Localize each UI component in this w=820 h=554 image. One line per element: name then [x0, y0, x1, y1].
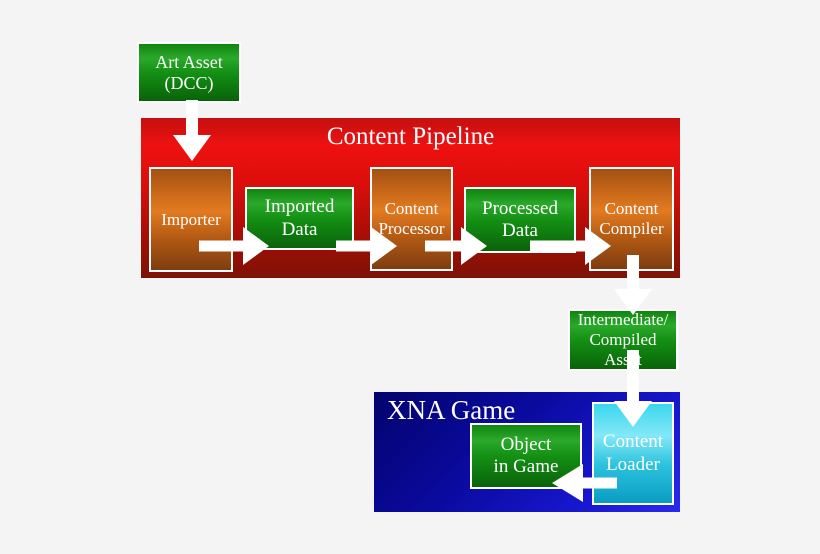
content-loader-label: Content Loader: [602, 431, 664, 475]
processed-data-node: Processed Data: [464, 187, 576, 253]
content-pipeline-title: Content Pipeline: [326, 123, 495, 150]
intermediate-asset-node: Intermediate/ Compiled Asset: [568, 309, 678, 371]
content-pipeline-container: Content Pipeline Importer Imported Data …: [141, 118, 680, 278]
content-processor-label: Content Processor: [378, 199, 445, 238]
processed-data-label: Processed Data: [482, 197, 558, 241]
imported-data-node: Imported Data: [245, 187, 354, 250]
xna-game-container: XNA Game Object in Game Content Loader: [374, 392, 680, 512]
object-in-game-node: Object in Game: [470, 423, 582, 489]
art-asset-label: Art Asset (DCC): [155, 51, 223, 93]
art-asset-node: Art Asset (DCC): [137, 42, 241, 103]
importer-node: Importer: [149, 167, 233, 272]
intermediate-asset-label: Intermediate/ Compiled Asset: [577, 309, 669, 370]
content-compiler-label: Content Compiler: [599, 199, 664, 238]
content-loader-node: Content Loader: [592, 402, 674, 505]
content-compiler-node: Content Compiler: [589, 167, 674, 271]
content-processor-node: Content Processor: [370, 167, 453, 271]
imported-data-label: Imported Data: [264, 196, 335, 240]
importer-label: Importer: [161, 209, 221, 229]
object-in-game-label: Object in Game: [493, 433, 559, 477]
xna-game-title: XNA Game: [387, 395, 516, 425]
